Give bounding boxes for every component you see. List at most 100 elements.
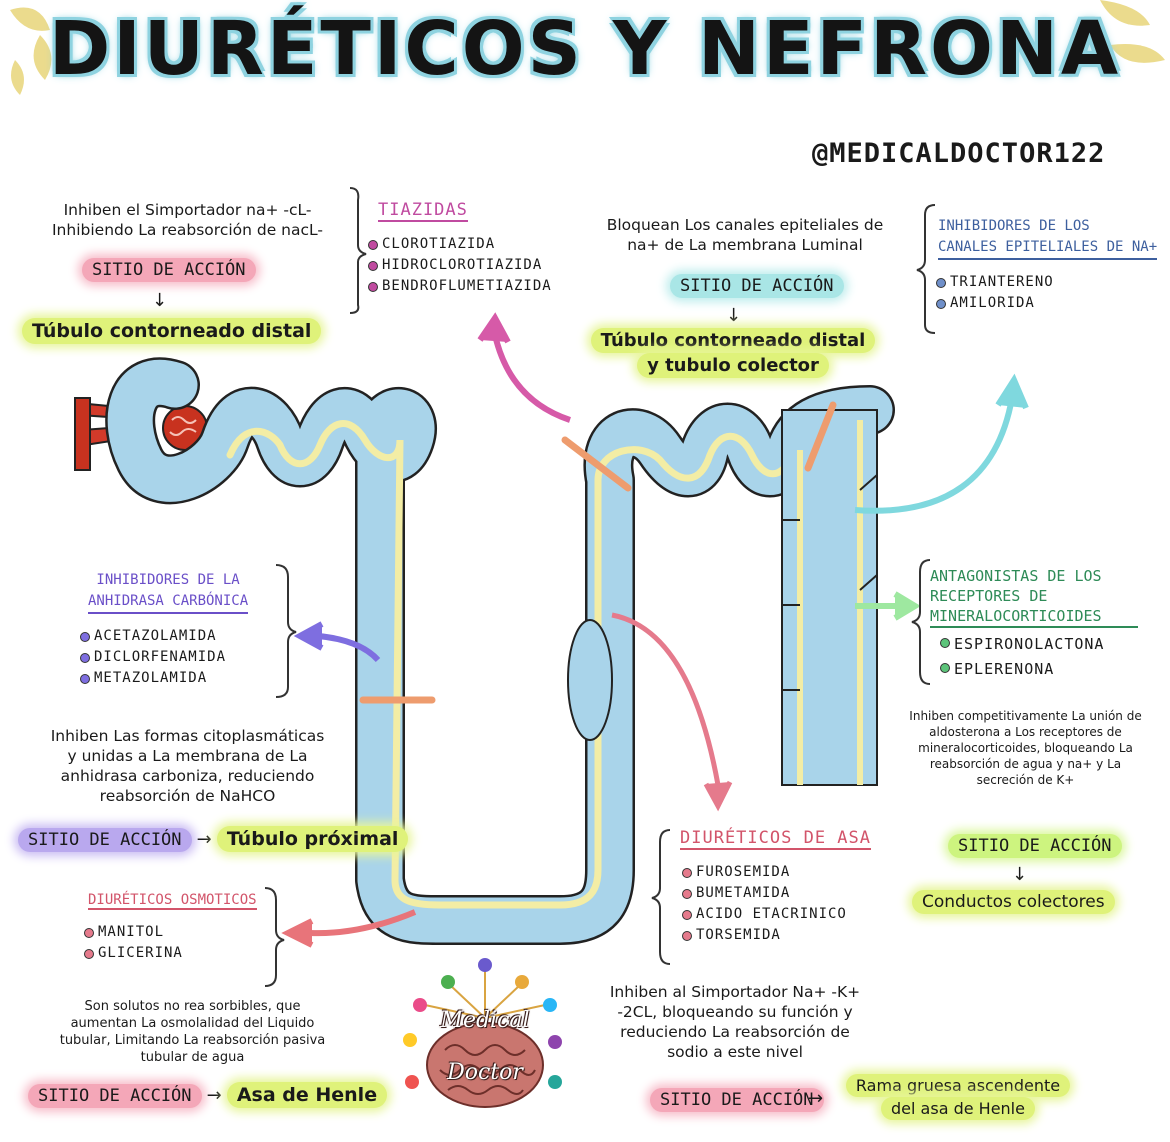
antagonistas-down-arrow: ↓ [1012,864,1028,885]
tiazidas-site-text: SITIO DE ACCIÓN [82,258,256,282]
drug-item: GLICERINA [84,943,183,964]
antagonistas-desc-line: reabsorción de agua y na+ y La [929,757,1122,771]
antagonistas-desc-line: aldosterona a Los receptores de [929,725,1122,739]
drug-item: FUROSEMIDA [682,862,847,883]
drug-item: BENDROFLUMETIAZIDA [368,276,552,297]
canales-site-text: SITIO DE ACCIÓN [670,274,844,298]
antagonistas-description: Inhiben competitivamente La unión de ald… [888,708,1163,788]
asa-title: DIURÉTICOS DE ASA [680,828,871,850]
bracket-osmoticos [264,887,285,987]
drug-item: BUMETAMIDA [682,883,847,904]
asa-desc-line: sodio a este nivel [667,1043,803,1061]
osmoticos-drug-list: MANITOL GLICERINA [84,922,183,964]
osmoticos-location-text: Asa de Henle [226,1082,388,1108]
asa-drug-list: FUROSEMIDA BUMETAMIDA ACIDO ETACRINICO T… [682,862,847,946]
canales-title: INHIBIDORES DE LOS CANALES EPITELIALES D… [938,216,1158,260]
asa-desc-line: reduciendo La reabsorción de [620,1023,850,1041]
osmoticos-site-text: SITIO DE ACCIÓN [28,1084,202,1108]
drug-item: MANITOL [84,922,183,943]
osmoticos-desc-line: aumentan La osmolalidad del Liquido [70,1016,315,1031]
tiazidas-site-label: SITIO DE ACCIÓN [82,258,256,282]
tiazidas-desc-line: Inhibiendo La reabsorción de nacL- [51,221,323,239]
canales-location-line: Túbulo contorneado distal [590,328,876,353]
antagonistas-site-location: Conductos colectores [912,890,1115,914]
antagonistas-site-label: SITIO DE ACCIÓN [948,834,1122,858]
antagonistas-title-line: MINERALOCORTICOIDES [930,607,1102,625]
canales-location-line: y tubulo colector [637,353,829,378]
osmoticos-title: DIURÉTICOS OSMOTICOS [88,892,257,910]
anhidrasa-desc-line: Inhiben Las formas citoplasmáticas [50,727,325,745]
tiazidas-site-location: Túbulo contorneado distal [22,318,322,344]
asa-desc-line: Inhiben al Simportador Na+ -K+ [609,983,861,1001]
anhidrasa-location-text: Túbulo próximal [216,826,409,852]
drug-item: ESPIRONOLACTONA [940,632,1104,657]
canales-drug-list: TRIANTERENO AMILORIDA [936,272,1054,314]
antagonistas-drug-list: ESPIRONOLACTONA EPLERENONA [940,632,1104,682]
canales-site-label: SITIO DE ACCIÓN [670,274,844,298]
bracket-canales [916,204,936,334]
canales-desc-line: na+ de La membrana Luminal [627,236,863,254]
asa-site-text: SITIO DE ACCIÓN [650,1088,824,1112]
canales-desc-line: Bloquean Los canales epiteliales de [606,216,884,234]
canales-site-location: Túbulo contorneado distal y tubulo colec… [578,328,888,378]
osmoticos-right-arrow: → [206,1085,222,1106]
osmoticos-desc-line: Son solutos no rea sorbibles, que [84,999,301,1014]
drug-item: HIDROCLOROTIAZIDA [368,255,552,276]
bracket-asa [651,829,671,965]
tiazidas-desc-line: Inhiben el Simportador na+ -cL- [63,201,312,219]
bracket-tiazidas [349,187,367,314]
osmoticos-description: Son solutos no rea sorbibles, que aument… [20,998,365,1066]
osmoticos-desc-line: tubular de agua [140,1050,245,1065]
collecting-duct [781,409,878,786]
arrow-antagonistas [855,591,921,621]
arrow-asa [611,612,733,812]
tiazidas-description: Inhiben el Simportador na+ -cL- Inhibien… [20,200,355,240]
medical-doctor-logo [403,958,562,1108]
tiazidas-down-arrow: ↓ [152,290,168,311]
tiazidas-title: TIAZIDAS [378,200,468,222]
osmoticos-site: SITIO DE ACCIÓN → Asa de Henle [28,1082,388,1108]
anhidrasa-right-arrow: → [196,829,212,850]
leaf-decoration-right [1100,0,1165,63]
canales-title-line: CANALES EPITELIALES DE NA+ [938,239,1158,255]
anhidrasa-title-line: ANHIDRASA CARBÓNICA [88,593,249,609]
leaf-decoration-left [10,7,52,95]
antagonistas-desc-line: mineralocorticoides, bloqueando La [918,741,1133,755]
arrow-anhidrasa [293,621,381,663]
canales-down-arrow: ↓ [726,305,742,326]
antagonistas-title-line: RECEPTORES DE [930,587,1048,605]
anhidrasa-desc-line: y unidas a La membrana de La [67,747,308,765]
anhidrasa-desc-line: anhidrasa carboniza, reduciendo [60,767,315,785]
drug-item: EPLERENONA [940,657,1104,682]
antagonistas-desc-line: Inhiben competitivamente La unión de [909,709,1142,723]
canales-title-line: INHIBIDORES DE LOS [938,218,1090,234]
bracket-anhidrasa [275,564,297,698]
bracket-antagonistas [911,559,931,685]
anhidrasa-description: Inhiben Las formas citoplasmáticas y uni… [10,726,365,806]
logo-text-medical: Medical [440,1008,530,1033]
anhidrasa-drug-list: ACETAZOLAMIDA DICLORFENAMIDA METAZOLAMID… [80,626,226,689]
drug-item: TORSEMIDA [682,925,847,946]
asa-description: Inhiben al Simportador Na+ -K+ -2CL, blo… [590,982,880,1062]
drug-item: METAZOLAMIDA [80,668,226,689]
page-title: DIURÉTICOS Y NEFRONA [48,6,1122,92]
canales-description: Bloquean Los canales epiteliales de na+ … [565,215,925,255]
anhidrasa-site-text: SITIO DE ACCIÓN [18,828,192,852]
asa-desc-line: -2CL, bloqueando su función y [617,1003,853,1021]
arrow-osmoticos [281,909,417,948]
site-markers [359,401,837,704]
author-handle: @MEDICALDOCTOR122 [812,138,1106,169]
osmoticos-desc-line: tubular, Limitando La reabsorción pasiva [59,1033,326,1048]
tubule-lumen [226,416,874,909]
anhidrasa-title-line: INHIBIDORES DE LA [96,572,240,588]
asa-location-line: Rama gruesa ascendente [845,1074,1071,1097]
tiazidas-drug-list: CLOROTIAZIDA HIDROCLOROTIAZIDA BENDROFLU… [368,234,552,297]
anhidrasa-title: INHIBIDORES DE LA ANHIDRASA CARBÓNICA [88,570,249,614]
drug-item: ACETAZOLAMIDA [80,626,226,647]
drug-item: CLOROTIAZIDA [368,234,552,255]
asa-right-arrow: → [808,1088,824,1109]
logo-text-doctor: Doctor [447,1060,523,1085]
asa-site-label: SITIO DE ACCIÓN [650,1088,824,1112]
